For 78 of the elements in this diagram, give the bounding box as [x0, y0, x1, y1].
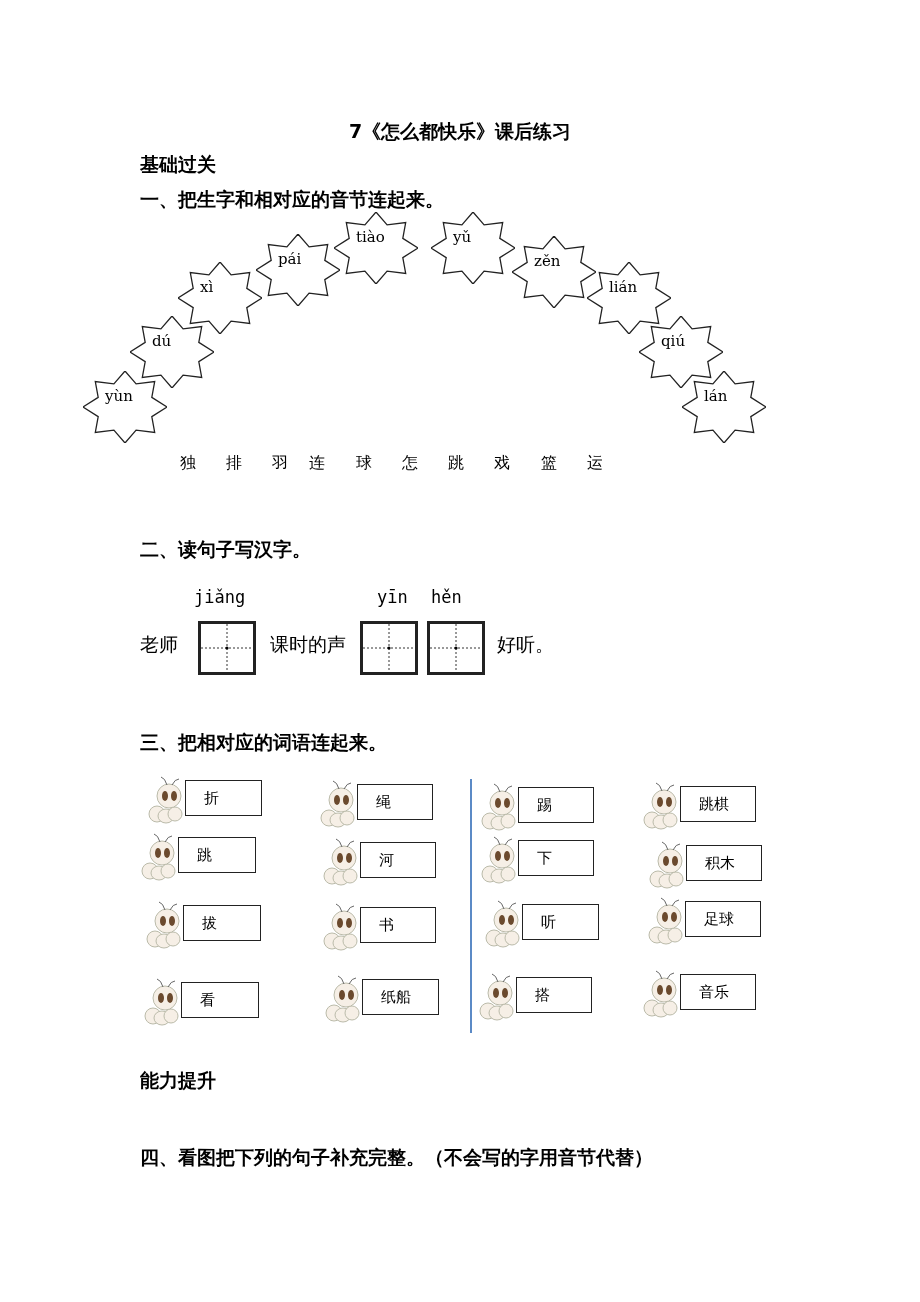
word-text: 跳棋 — [699, 795, 729, 814]
word-text: 音乐 — [699, 983, 729, 1002]
word-box — [518, 787, 594, 823]
word-box — [178, 837, 256, 873]
word-box — [518, 840, 594, 876]
word-text: 拔 — [202, 914, 217, 933]
question-heading: 三、把相对应的词语连起来。 — [140, 730, 387, 755]
question-heading: 一、把生字和相对应的音节连起来。 — [140, 187, 444, 212]
pinyin-text: lián — [609, 278, 638, 296]
word-box — [522, 904, 599, 940]
pinyin-text: yùn — [105, 387, 133, 405]
character: 戏 — [494, 453, 510, 474]
question-heading: 四、看图把下列的句子补充完整。（不会写的字用音节代替） — [140, 1145, 653, 1170]
section-heading: 能力提升 — [140, 1068, 216, 1093]
star-shape — [639, 316, 723, 388]
word-text: 纸船 — [381, 988, 411, 1007]
pinyin-text: pái — [278, 250, 302, 268]
pinyin-text: hěn — [431, 587, 462, 607]
word-box — [357, 784, 433, 820]
word-box — [362, 979, 439, 1015]
pinyin-text: yīn — [377, 587, 408, 607]
word-text: 下 — [537, 849, 552, 868]
pinyin-text: yǔ — [453, 228, 472, 246]
character: 连 — [309, 453, 325, 474]
pinyin-text: jiǎng — [194, 587, 246, 607]
word-text: 折 — [204, 789, 219, 808]
star-shape — [682, 371, 766, 443]
word-text: 听 — [541, 913, 556, 932]
pinyin-text: dú — [152, 332, 172, 350]
sentence-text: 老师 — [140, 632, 178, 657]
sentence-text: 好听。 — [497, 632, 554, 657]
star-shape — [83, 371, 167, 443]
character: 跳 — [448, 453, 464, 474]
character: 篮 — [541, 453, 557, 474]
question-heading: 二、读句子写汉字。 — [140, 537, 311, 562]
word-box — [680, 786, 756, 822]
word-text: 踢 — [537, 796, 552, 815]
character: 球 — [356, 453, 372, 474]
word-text: 跳 — [197, 846, 212, 865]
word-box — [686, 845, 762, 881]
writing-grid — [198, 621, 256, 675]
star-shape — [334, 212, 418, 284]
star-shape — [512, 236, 596, 308]
word-text: 河 — [379, 851, 394, 870]
word-text: 书 — [379, 916, 394, 935]
pinyin-text: tiào — [356, 228, 385, 246]
word-box — [516, 977, 592, 1013]
word-box — [360, 907, 436, 943]
sentence-text: 课时的声 — [270, 632, 346, 657]
section-heading: 基础过关 — [140, 152, 216, 177]
word-box — [181, 982, 259, 1018]
character: 羽 — [272, 453, 288, 474]
writing-grid — [427, 621, 485, 675]
character: 排 — [226, 453, 242, 474]
word-text: 积木 — [705, 854, 735, 873]
character: 怎 — [402, 453, 418, 474]
pinyin-text: lán — [704, 387, 728, 405]
character: 独 — [180, 453, 196, 474]
pinyin-text: xì — [200, 278, 214, 296]
worksheet-title: 7《怎么都快乐》课后练习 — [347, 119, 573, 144]
word-box — [185, 780, 262, 816]
star-shape — [256, 234, 340, 306]
word-box — [183, 905, 261, 941]
star-shape — [587, 262, 671, 334]
word-text: 搭 — [535, 986, 550, 1005]
character: 运 — [587, 453, 603, 474]
pinyin-text: zěn — [534, 252, 561, 270]
word-text: 看 — [200, 991, 215, 1010]
star-shape — [431, 212, 515, 284]
word-box — [680, 974, 756, 1010]
word-box — [685, 901, 761, 937]
pinyin-text: qiú — [661, 332, 686, 350]
star-shape — [178, 262, 262, 334]
word-text: 绳 — [376, 793, 391, 812]
word-text: 足球 — [704, 910, 734, 929]
star-shape — [130, 316, 214, 388]
writing-grid — [360, 621, 418, 675]
word-box — [360, 842, 436, 878]
